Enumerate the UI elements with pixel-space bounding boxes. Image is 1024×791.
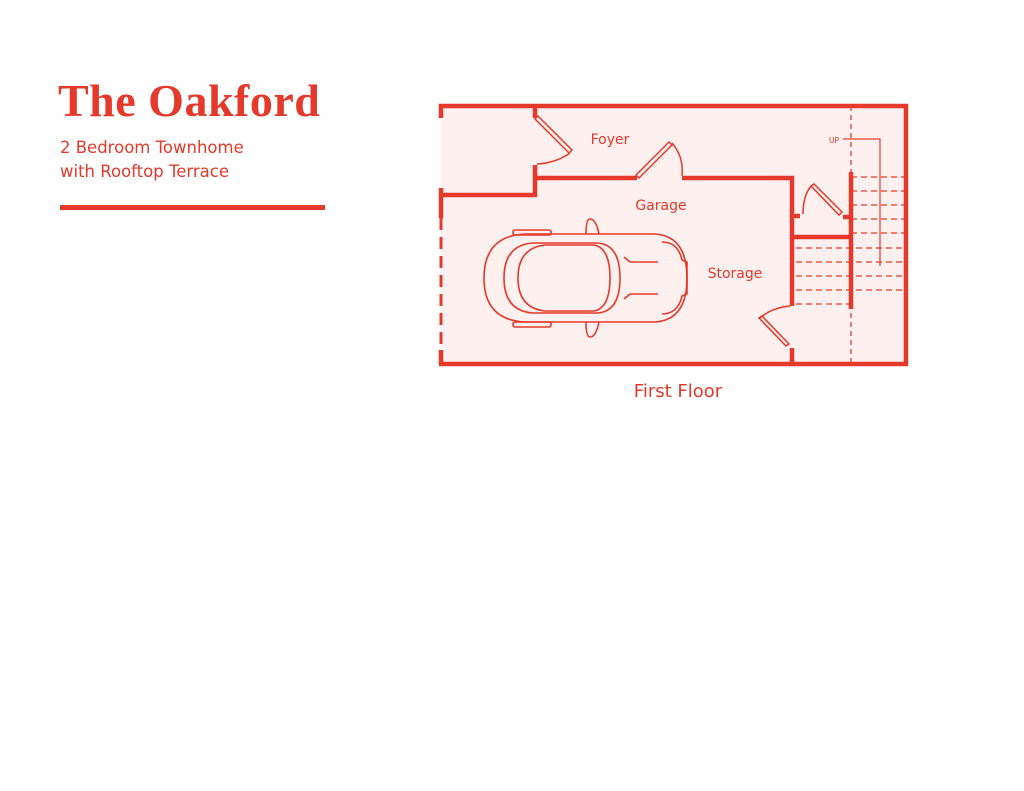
room-label-garage: Garage: [635, 198, 686, 214]
floor-caption: First Floor: [634, 381, 723, 402]
garage-interior-door: [634, 140, 684, 180]
stair-up-label: UP: [829, 136, 839, 145]
doors: [533, 114, 844, 347]
stair-up-arrow: [843, 138, 881, 266]
storage-door: [757, 305, 791, 347]
plan-title: The Oakford: [58, 75, 321, 126]
stair-treads: [796, 176, 905, 305]
plan-subtitle-bedrooms: 2 Bedroom Townhome: [60, 138, 244, 157]
room-label-foyer: Foyer: [591, 132, 630, 148]
plan-subtitle-terrace: with Rooftop Terrace: [60, 162, 230, 181]
room-label-storage: Storage: [708, 266, 763, 282]
car-icon: [483, 218, 688, 338]
title-divider: [60, 205, 325, 210]
foyer-door: [533, 114, 574, 165]
stair-closet-door: [802, 183, 844, 217]
interior-walls: [441, 106, 854, 364]
